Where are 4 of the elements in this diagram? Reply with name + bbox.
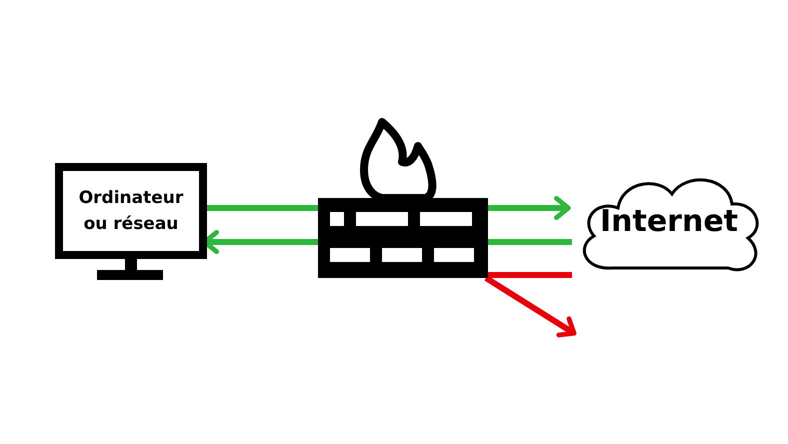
arrow bbox=[488, 196, 571, 220]
arrow bbox=[484, 275, 576, 338]
cloud-label: Internet bbox=[598, 204, 740, 240]
monitor-label: Ordinateur ou réseau bbox=[78, 187, 184, 236]
